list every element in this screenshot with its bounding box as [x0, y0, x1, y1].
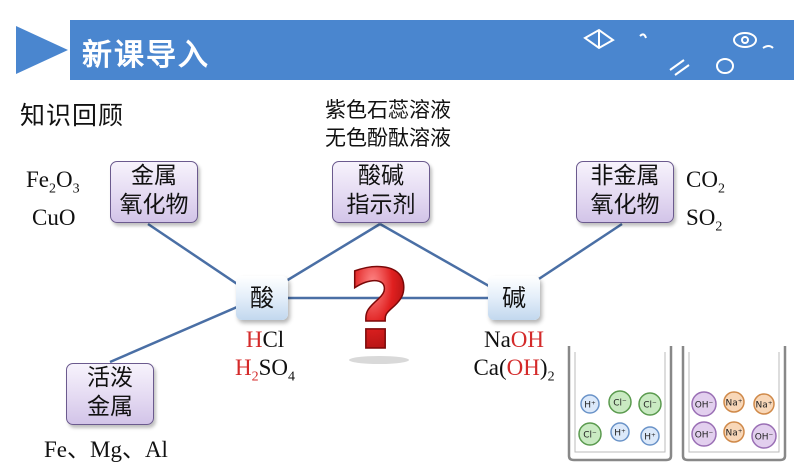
ion-label: Na⁺	[726, 399, 743, 409]
caoh-oh: OH	[506, 355, 540, 380]
box-active-metal: 活泼 金属	[66, 363, 154, 425]
beaker-base: OH⁻ Na⁺ Na⁺ OH⁻ Na⁺ OH⁻	[681, 346, 787, 462]
ion-circle	[691, 391, 717, 417]
base-box: 碱	[488, 276, 540, 320]
box-metal-oxide-line1: 金属	[131, 163, 177, 189]
flask-icon	[716, 58, 734, 74]
co2-co: CO	[686, 167, 718, 192]
ion-label: OH⁻	[755, 433, 774, 443]
ion-label: Cl⁻	[583, 431, 597, 441]
ion-circle	[723, 391, 745, 413]
indicator-litmus: 紫色石蕊溶液	[325, 98, 451, 122]
fe2o3-fe: Fe	[26, 167, 49, 192]
h2so4-sub4: 4	[288, 369, 296, 385]
ion-label: Cl⁻	[643, 401, 657, 411]
book-icon	[583, 28, 615, 50]
ion-label: Na⁺	[756, 401, 773, 411]
ion-label: OH⁻	[695, 431, 714, 441]
ion-label: OH⁻	[695, 401, 714, 411]
page-title: 新课导入	[82, 38, 210, 73]
review-label: 知识回顾	[20, 101, 125, 130]
indicator-phenolphthalein: 无色酚酞溶液	[325, 126, 451, 150]
box-metal-oxide: 金属 氧化物	[110, 161, 198, 223]
question-mark-glyph: ?	[347, 252, 411, 364]
h2so4-sub2: 2	[251, 369, 259, 385]
header-bar	[70, 20, 794, 80]
box-nonmetal-oxide: 非金属 氧化物	[576, 161, 674, 223]
cuo-formula: CuO	[32, 204, 76, 230]
box-indicator-line2: 指示剂	[346, 192, 416, 218]
question-mark-icon: ?	[346, 252, 412, 364]
h2so4-so: SO	[258, 355, 289, 380]
ion-label: H⁺	[614, 429, 626, 439]
hcl-cl: Cl	[262, 327, 285, 352]
ion-circle	[640, 426, 660, 446]
hcl-h: H	[245, 327, 263, 352]
ion-circle	[578, 422, 602, 446]
test-tube-icon	[669, 59, 690, 76]
metal-examples: Fe、Mg、Al	[44, 437, 168, 462]
ion-circle	[691, 421, 717, 447]
nonmetal-oxide-examples: CO2 SO2	[686, 166, 725, 241]
acid-examples: HCl H2SO4	[224, 326, 306, 392]
atom-icon	[733, 32, 757, 48]
fe2o3-sub2: 2	[49, 181, 56, 197]
naoh-oh: OH	[510, 327, 545, 352]
ion-label: Cl⁻	[613, 399, 627, 409]
ion-label: H⁺	[584, 401, 596, 411]
line-metal-acid	[109, 296, 259, 364]
ion-label: H⁺	[644, 433, 656, 443]
swirl-icon	[639, 33, 647, 39]
ion-circle	[580, 394, 600, 414]
ion-circle	[610, 422, 630, 442]
caoh-sub: 2	[547, 369, 555, 385]
caoh-close: )	[539, 355, 548, 380]
box-nonmetal-oxide-line2: 氧化物	[590, 192, 660, 218]
box-metal-oxide-line2: 氧化物	[119, 192, 189, 218]
fe2o3-o: O	[56, 167, 73, 192]
so2-sub: 2	[715, 219, 723, 235]
fe2o3-sub3: 3	[72, 181, 80, 197]
ion-label: Na⁺	[726, 429, 743, 439]
indicator-names: 紫色石蕊溶液 无色酚酞溶液	[305, 96, 471, 152]
box-active-metal-line1: 活泼	[87, 365, 133, 391]
box-nonmetal-oxide-line1: 非金属	[590, 163, 660, 189]
metal-oxide-examples: Fe2O3 CuO	[26, 166, 80, 232]
acid-box: 酸	[236, 276, 288, 320]
so2-so: SO	[686, 204, 716, 230]
base-examples: NaOH Ca(OH)2	[462, 326, 566, 392]
box-indicator: 酸碱 指示剂	[332, 161, 430, 223]
ion-circle	[753, 393, 775, 415]
caoh-ca: Ca(	[473, 355, 507, 380]
ion-circle	[751, 423, 777, 449]
play-arrow-icon	[16, 26, 68, 74]
ion-circle	[723, 421, 745, 443]
box-active-metal-line2: 金属	[87, 394, 133, 420]
h2so4-h: H	[234, 355, 252, 380]
box-indicator-line1: 酸碱	[358, 163, 404, 189]
co2-sub: 2	[717, 181, 725, 197]
science-doodle-icon	[583, 28, 774, 76]
naoh-na: Na	[483, 327, 511, 352]
ion-circle	[638, 392, 662, 416]
beaker-acid: H⁺ Cl⁻ Cl⁻ Cl⁻ H⁺ H⁺	[567, 346, 673, 462]
ion-circle	[608, 390, 632, 414]
